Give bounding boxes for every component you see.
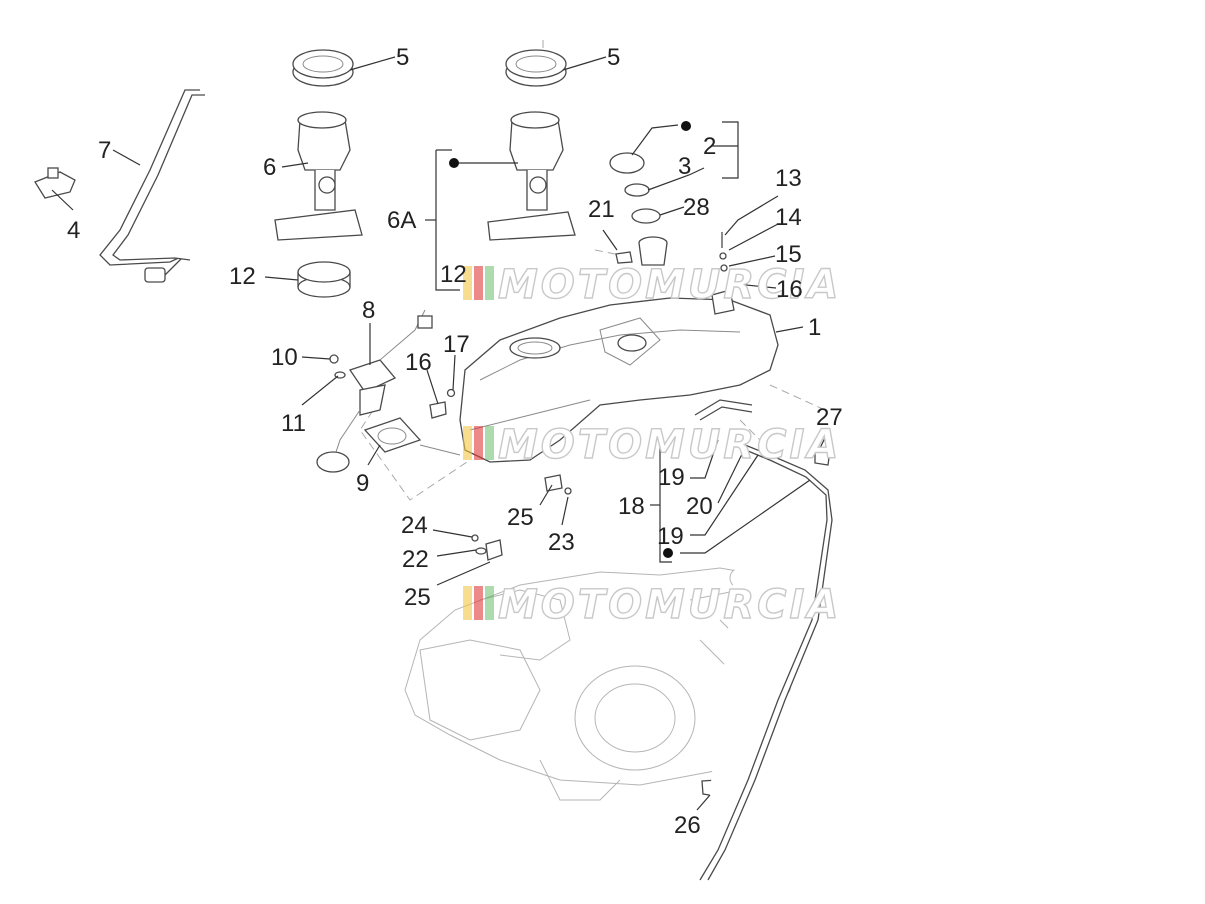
callout-9: 9 — [356, 470, 369, 497]
watermark-middle: MOTOMURCIA — [463, 421, 841, 469]
bullet-dot — [663, 548, 673, 558]
hardware-parts — [329, 152, 831, 797]
bullet-dot — [681, 121, 691, 131]
callout-2: 2 — [703, 133, 716, 160]
callout-6: 6 — [263, 154, 276, 181]
watermark-top: MOTOMURCIA — [463, 261, 841, 309]
callout-3: 3 — [678, 153, 691, 180]
logo-bar-green — [485, 266, 494, 300]
callout-14: 14 — [775, 204, 802, 231]
lock-ring-5-right — [505, 49, 567, 87]
callout-5-left: 5 — [396, 44, 409, 71]
fuel-tank — [419, 297, 779, 463]
callout-19-top: 19 — [658, 464, 685, 491]
seal-ring-12 — [297, 261, 351, 298]
callout-25-top: 25 — [507, 504, 534, 531]
gasket-9 — [363, 417, 422, 453]
logo-bar-yellow — [463, 586, 472, 620]
callout-21: 21 — [588, 196, 615, 223]
bullet-dot — [449, 158, 459, 168]
logo-bar-green — [485, 426, 494, 460]
logo-bar-yellow — [463, 266, 472, 300]
callout-12-center: 12 — [440, 261, 467, 288]
callout-6A: 6A — [387, 207, 416, 234]
callout-19-bottom: 19 — [657, 523, 684, 550]
callout-7: 7 — [98, 137, 111, 164]
callout-26: 26 — [674, 812, 701, 839]
callout-16-right: 16 — [776, 276, 803, 303]
callout-27: 27 — [816, 404, 843, 431]
fuel-pump-6A — [487, 111, 576, 241]
logo-bar-green — [485, 586, 494, 620]
lock-ring-5-left — [292, 49, 354, 87]
callout-4: 4 — [67, 217, 80, 244]
logo-bar-yellow — [463, 426, 472, 460]
logo-bar-red — [474, 266, 483, 300]
callout-13: 13 — [775, 165, 802, 192]
fuel-level-sender-8 — [316, 309, 433, 473]
callout-25-bottom: 25 — [404, 584, 431, 611]
callout-28: 28 — [683, 194, 710, 221]
logo-bar-red — [474, 426, 483, 460]
callout-24: 24 — [401, 512, 428, 539]
callout-20: 20 — [686, 493, 713, 520]
callout-15: 15 — [775, 241, 802, 268]
callout-8: 8 — [362, 297, 375, 324]
callout-23: 23 — [548, 529, 575, 556]
watermark-text: MOTOMURCIA — [498, 422, 841, 468]
fuel-pump-6 — [274, 111, 363, 241]
leader-lines — [51, 56, 827, 811]
breather-hose-18 — [694, 399, 833, 881]
watermark-bottom: MOTOMURCIA — [463, 581, 841, 629]
vent-hose-7 — [99, 89, 205, 283]
logo-bar-red — [474, 586, 483, 620]
callout-1: 1 — [808, 314, 821, 341]
callout-labels: 5 5 6 6A 7 4 12 12 8 10 11 9 16 17 2 3 2… — [67, 44, 843, 839]
callout-5-right: 5 — [607, 44, 620, 71]
watermark-text: MOTOMURCIA — [498, 262, 841, 308]
callout-18: 18 — [618, 493, 645, 520]
callout-16-left: 16 — [405, 349, 432, 376]
callout-17: 17 — [443, 331, 470, 358]
filler-neck — [638, 236, 668, 266]
callout-11: 11 — [281, 410, 306, 437]
callout-10: 10 — [271, 344, 298, 371]
callout-22: 22 — [402, 546, 429, 573]
watermark-text: MOTOMURCIA — [498, 582, 841, 628]
clip-4 — [34, 167, 76, 199]
callout-12-left: 12 — [229, 263, 256, 290]
bullet-dots — [449, 121, 691, 558]
